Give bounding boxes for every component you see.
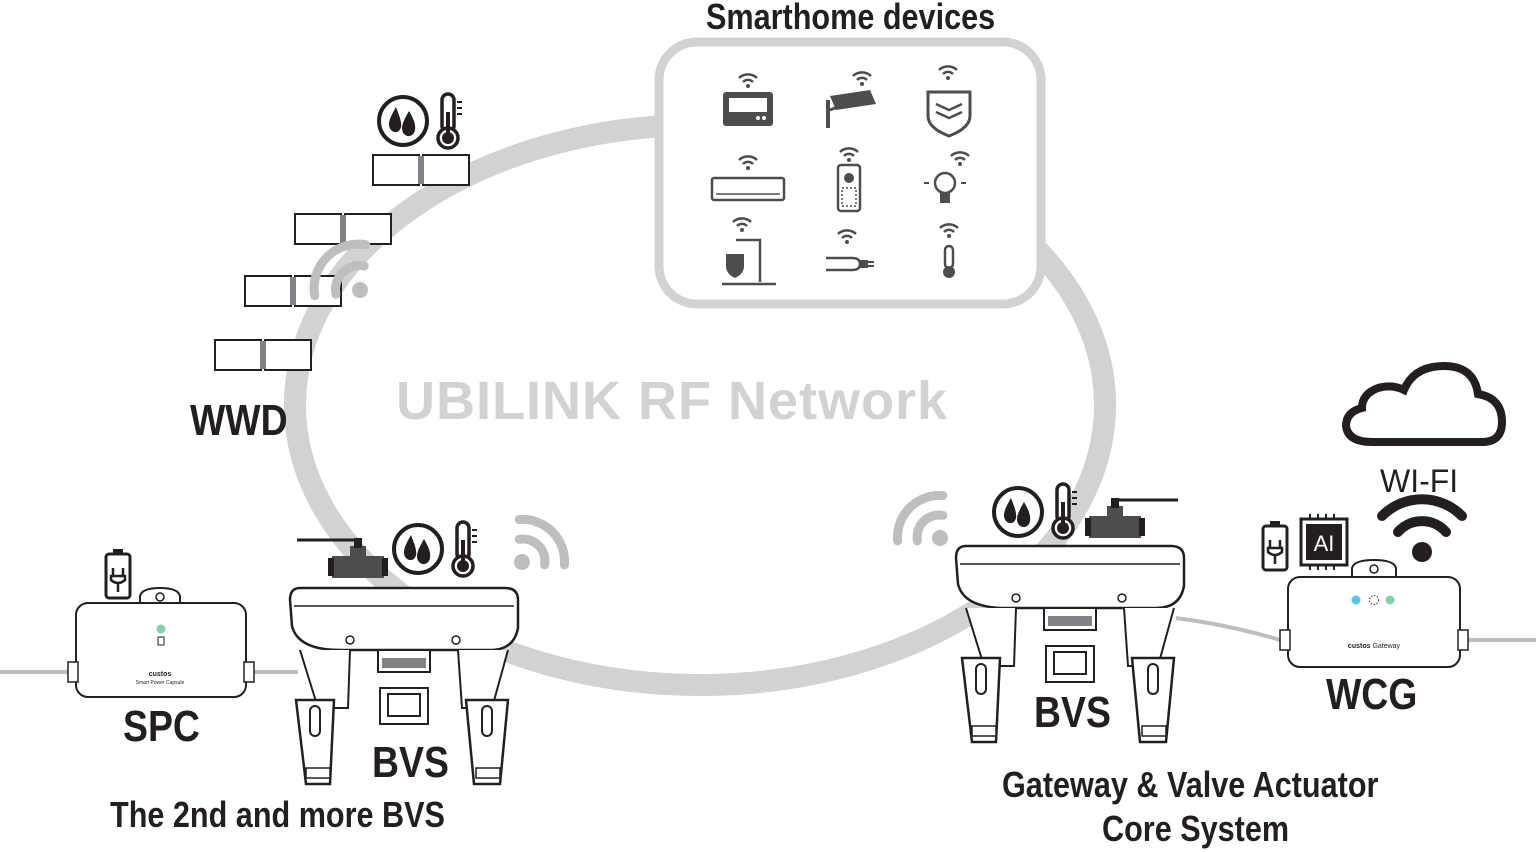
cable bbox=[1175, 616, 1281, 642]
network-label: UBILINK RF Network bbox=[396, 371, 949, 431]
caption-left: The 2nd and more BVS bbox=[110, 794, 445, 835]
wifi-signal-icon bbox=[309, 239, 371, 301]
water-drop-icon bbox=[392, 523, 444, 575]
wifi-signal-icon bbox=[892, 490, 948, 546]
remote-control-icon bbox=[836, 147, 862, 213]
wcg-sublabel: Gateway bbox=[1372, 643, 1400, 650]
ball-valve-icon bbox=[1085, 498, 1145, 538]
thermometer-icon bbox=[436, 92, 464, 150]
status-led bbox=[1351, 595, 1361, 605]
wifi-label: WI-FI bbox=[1380, 463, 1459, 499]
bvs-right-label: BVS bbox=[1034, 688, 1111, 737]
battery-plug-icon bbox=[104, 547, 132, 600]
ai-chip-label: AI bbox=[1314, 531, 1335, 556]
spc-sublabel: Smart Power Capsule bbox=[136, 680, 185, 686]
svg-text:custos Gateway: custos Gateway bbox=[1348, 643, 1401, 650]
smart-plug-icon bbox=[826, 229, 874, 272]
thermostat-icon bbox=[723, 73, 773, 126]
shield-icon bbox=[926, 65, 972, 138]
caption-right-line1: Gateway & Valve Actuator bbox=[1002, 764, 1379, 805]
spc-device: custos Smart Power Capsule bbox=[67, 586, 255, 698]
thermometer-icon bbox=[451, 520, 479, 578]
door-lock-icon bbox=[722, 217, 776, 286]
air-conditioner-icon bbox=[710, 155, 786, 202]
security-camera-icon bbox=[826, 71, 876, 128]
wifi-signal-icon bbox=[1377, 494, 1467, 562]
temperature-sensor-icon bbox=[938, 223, 960, 278]
ai-chip-icon: AI bbox=[1299, 514, 1349, 570]
water-drop-icon bbox=[992, 486, 1044, 538]
wcg-brand: custos bbox=[1348, 643, 1371, 650]
status-led bbox=[1385, 595, 1395, 605]
spc-label: SPC bbox=[123, 702, 200, 751]
light-bulb-icon bbox=[924, 151, 971, 203]
cloud-icon bbox=[1341, 361, 1507, 446]
status-led bbox=[156, 624, 166, 634]
wcg-label: WCG bbox=[1326, 670, 1418, 719]
smarthome-title: Smarthome devices bbox=[706, 0, 996, 37]
water-drop-icon bbox=[377, 95, 429, 147]
bvs-left-label: BVS bbox=[372, 738, 449, 787]
wifi-signal-icon bbox=[514, 514, 570, 570]
battery-plug-icon bbox=[1261, 519, 1289, 572]
wcg-device: custos Gateway bbox=[1279, 558, 1469, 668]
spc-brand: custos bbox=[149, 671, 172, 678]
wwd-label: WWD bbox=[190, 396, 288, 445]
caption-right-line2: Core System bbox=[1102, 808, 1290, 849]
